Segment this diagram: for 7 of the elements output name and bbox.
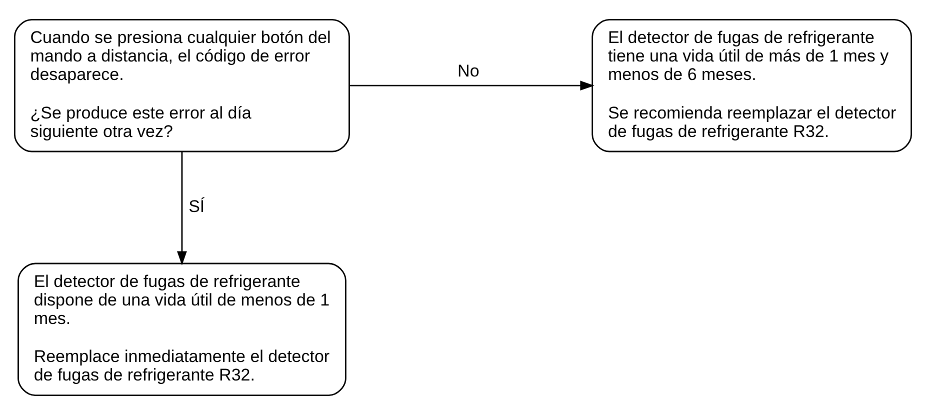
edge-label: No (458, 61, 480, 80)
node-box: El detector de fugas de refrigerante tiene una vida útil de más de 1 mes y menos de 6 meses. Se recomienda reemplazar el detector de fugas de refrigerante R32. (592, 18, 912, 152)
arrow (349, 80, 594, 90)
node-box: El detector de fugas de refrigerante dispone de una vida útil de menos de 1 mes. Reemplace inmediatamente el detector de fugas de refrigerante R32. (18, 262, 346, 396)
node-box: Cuando se presiona cualquier botón del mando a distancia, el código de error desaparece. ¿Se produce este error al día siguiente otra vez? (14, 18, 350, 152)
edge-label: SÍ (188, 196, 205, 216)
arrow (177, 151, 187, 265)
